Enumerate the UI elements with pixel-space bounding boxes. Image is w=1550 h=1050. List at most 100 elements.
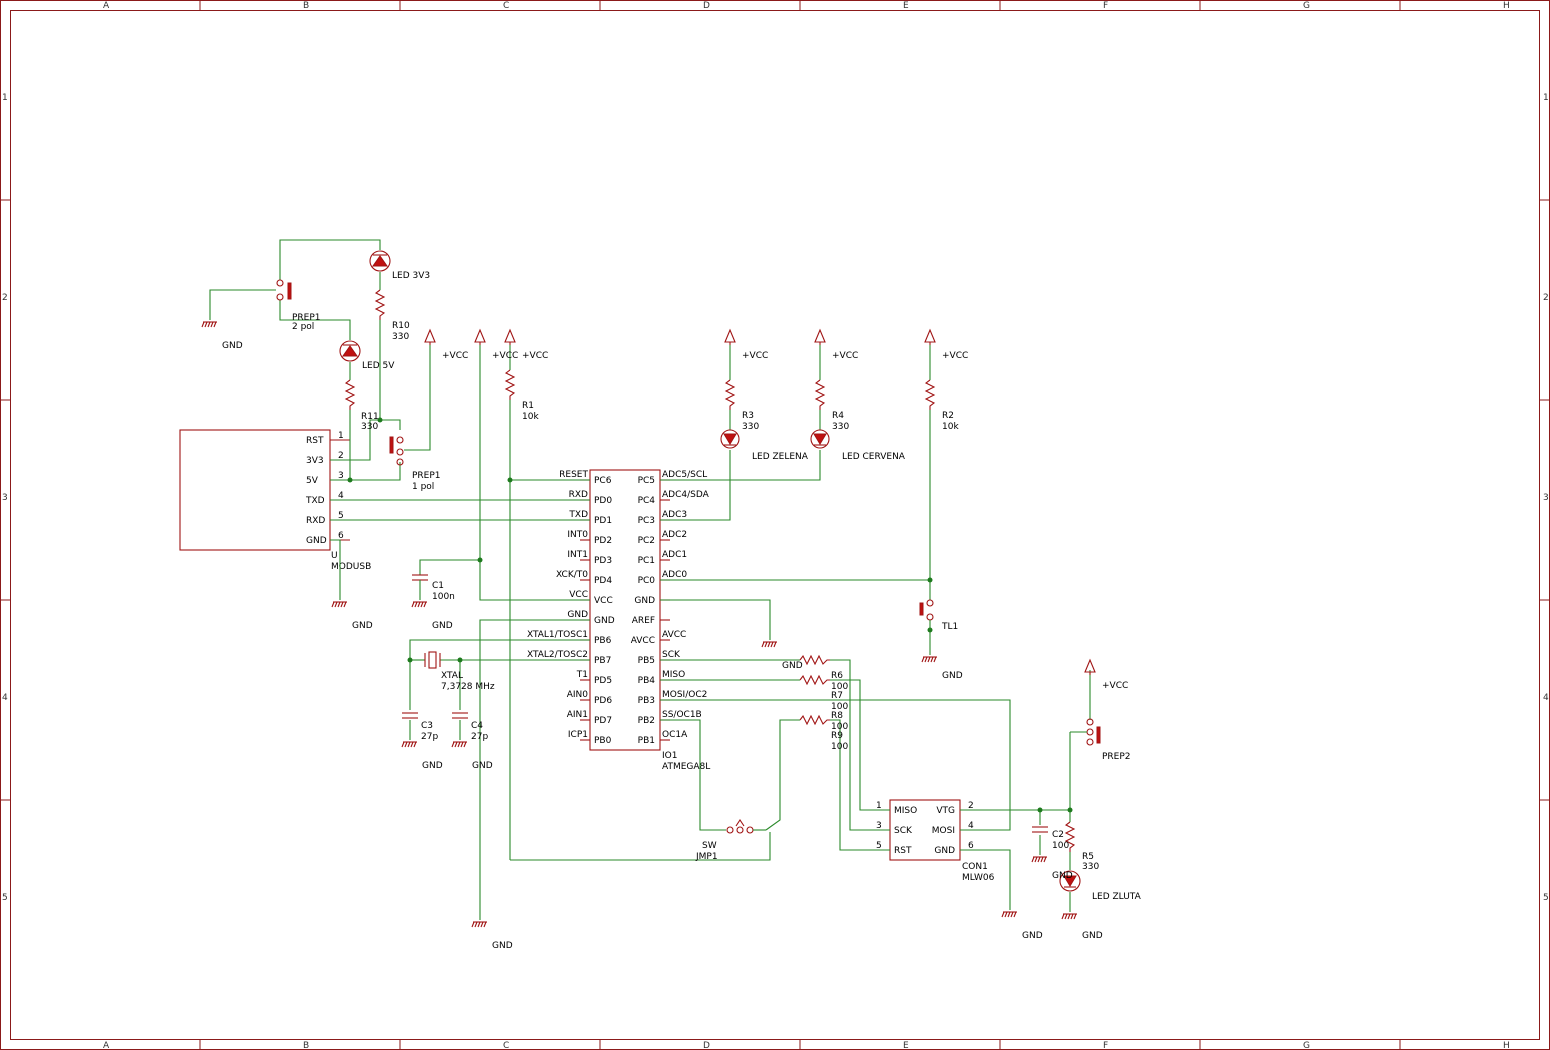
usb-pin-name: TXD	[305, 496, 325, 506]
r9-ref: R9	[831, 731, 843, 741]
grid-row-label: 3	[1543, 493, 1549, 503]
led-3v3: LED 3V3	[369, 250, 430, 281]
jumper-prep1-1pol[interactable]: PREP1 1 pol	[389, 436, 441, 492]
gnd-label: GND	[472, 761, 493, 771]
grid-row-label: 1	[1543, 93, 1549, 103]
capacitor-c2: C2 100	[1032, 826, 1069, 851]
c2-value: 100	[1052, 841, 1069, 851]
c2-ref: C2	[1052, 830, 1064, 840]
mcu-pin-name: PC3	[638, 516, 655, 526]
c3-value: 27p	[421, 732, 438, 742]
mcu-signal-label: ADC2	[662, 530, 687, 540]
grid-row-label: 1	[2, 93, 8, 103]
resistor-r9: R9 100	[831, 731, 848, 752]
grid-col-label: G	[1303, 1041, 1310, 1050]
isp-pin-number: 4	[968, 821, 974, 831]
vcc-label: +VCC	[522, 351, 548, 361]
prep2-ref: PREP2	[1102, 752, 1131, 762]
grid-row-label: 5	[2, 893, 8, 903]
grid-col-label: E	[903, 1, 909, 11]
led5v-label: LED 5V	[362, 361, 395, 371]
jumper-prep2[interactable]: PREP2	[1069, 718, 1131, 762]
mcu-pin-name: PC0	[638, 576, 656, 586]
vcc-label: +VCC	[1102, 681, 1128, 691]
c1-value: 100n	[432, 592, 455, 602]
r2-value: 10k	[942, 422, 959, 432]
capacitor-c3: C3 27p	[402, 712, 438, 742]
led-zluta: LED ZLUTA	[1059, 870, 1142, 902]
grid-col-label: H	[1503, 1, 1510, 11]
mcu-pin-name: GND	[594, 616, 615, 626]
led-5v: LED 5V	[339, 340, 395, 371]
mcu-signal-label: SS/OC1B	[662, 710, 702, 720]
inner-frame	[10, 10, 1540, 1040]
vcc-symbol	[924, 328, 936, 343]
mcu-pin-name: PB2	[638, 716, 655, 726]
r2-ref: R2	[942, 411, 954, 421]
switch-jmp1[interactable]: SW JMP1	[695, 819, 766, 862]
isp-pin-name: VTG	[936, 806, 955, 816]
grid-col-label: E	[903, 1041, 909, 1050]
r3-ref: R3	[742, 411, 754, 421]
c3-ref: C3	[421, 721, 433, 731]
r7-ref: R7	[831, 691, 843, 701]
mcu-pin-name: PD0	[594, 496, 612, 506]
pushbutton-tl1[interactable]: TL1	[919, 599, 958, 632]
mcu-signal-label: XCK/T0	[556, 570, 588, 580]
mcu-pin-name: PB0	[594, 736, 612, 746]
vcc-symbols: +VCC+VCC+VCC+VCC+VCC+VCC+VCC	[424, 328, 1128, 691]
r6-ref: R6	[831, 671, 843, 681]
r6-value: 100	[831, 682, 848, 692]
resistor-r3: R3 330	[724, 379, 759, 432]
c1-ref: C1	[432, 581, 444, 591]
usb-pin-name: 3V3	[306, 456, 324, 466]
gnd-label: GND	[1022, 931, 1043, 941]
vcc-label: +VCC	[442, 351, 468, 361]
usb-pin-number: 2	[338, 451, 344, 461]
grid-col-label: B	[303, 1, 309, 11]
usb-pin-number: 3	[338, 471, 344, 481]
isp-ref: CON1	[962, 862, 988, 872]
isp-pin-name: MOSI	[932, 826, 955, 836]
grid-col-label: C	[503, 1, 509, 11]
mcu-signal-label: MOSI/OC2	[662, 690, 707, 700]
r8-ref: R8	[831, 711, 843, 721]
mcu-signal-label: INT1	[567, 550, 588, 560]
isp-pin-number: 5	[876, 841, 882, 851]
resistor-r5: R5 330	[1064, 821, 1099, 872]
sw-value: JMP1	[695, 852, 718, 862]
grid-row-label: 3	[2, 493, 8, 503]
grid-col-label: H	[1503, 1041, 1510, 1050]
mcu-pin-name: PB6	[594, 636, 612, 646]
usb-pin-number: 6	[338, 531, 344, 541]
isp-pin-name: GND	[934, 846, 955, 856]
grid-col-label: A	[103, 1, 110, 11]
mcu-pin-name: PD4	[594, 576, 612, 586]
mcu-value: ATMEGA8L	[662, 762, 710, 772]
vcc-label: +VCC	[942, 351, 968, 361]
grid-row-label: 5	[1543, 893, 1549, 903]
resistor-r6: R6 100	[799, 654, 848, 692]
mcu-atmega8l: PC6RESETPD0RXDPD1TXDPD2INT0PD3INT1PD4XCK…	[527, 469, 710, 772]
led-zelena-label: LED ZELENA	[752, 452, 809, 462]
mcu-signal-label: ICP1	[568, 730, 588, 740]
tl1-label: TL1	[941, 622, 958, 632]
wires	[209, 239, 1091, 920]
vcc-label: +VCC	[832, 351, 858, 361]
jumper-prep1-2pol[interactable]: PREP1 2 pol	[276, 279, 321, 332]
vcc-label: +VCC	[742, 351, 768, 361]
grid-col-label: D	[703, 1041, 710, 1050]
mcu-pin-name: PB7	[594, 656, 611, 666]
mcu-signal-label: AVCC	[662, 630, 686, 640]
mcu-pin-name: PC5	[638, 476, 655, 486]
resistor-r8: R8 100	[799, 711, 848, 732]
r5-value: 330	[1082, 862, 1099, 872]
isp-pin-name: MISO	[894, 806, 917, 816]
r10-ref: R10	[392, 321, 410, 331]
mcu-signal-label: ADC1	[662, 550, 687, 560]
isp-pin-number: 1	[876, 801, 882, 811]
mcu-signal-label: INT0	[567, 530, 588, 540]
